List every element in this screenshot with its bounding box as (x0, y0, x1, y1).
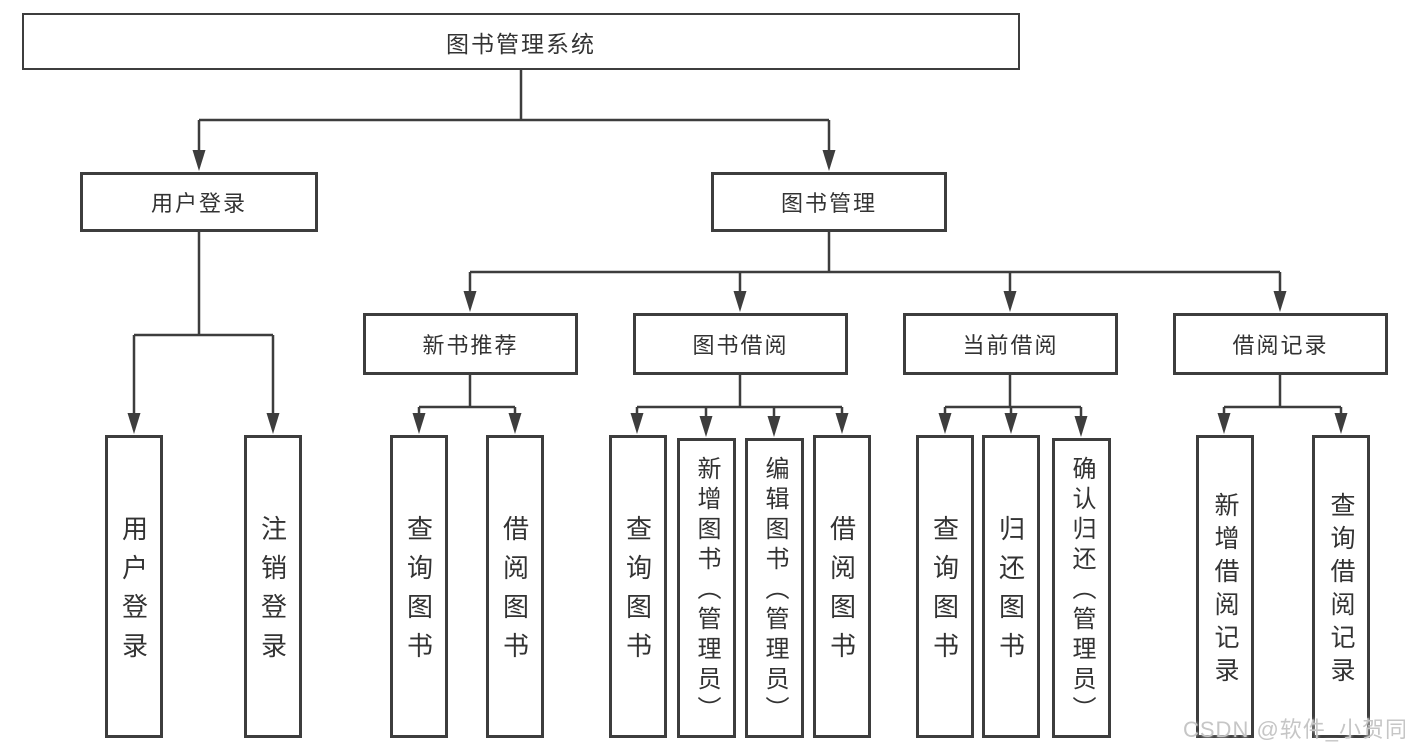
arrowhead-icon (1074, 416, 1088, 437)
arrowhead-icon (1273, 291, 1287, 312)
leaf-add-borrow-record: 新增借阅记录 (1196, 435, 1254, 738)
node-label: 图书管理系统 (446, 30, 596, 57)
leaf-return-books: 归还图书 (982, 435, 1040, 738)
arrowhead-icon (1217, 413, 1231, 434)
leaf-user-login: 用户登录 (105, 435, 163, 738)
arrowhead-icon (767, 416, 781, 437)
node-label: 借阅图书 (826, 515, 857, 671)
node-current-borrowing: 当前借阅 (903, 313, 1118, 375)
arrowhead-icon (699, 416, 713, 437)
node-label: 用户登录 (150, 191, 247, 216)
arrowhead-icon (1004, 413, 1018, 434)
arrowhead-icon (192, 150, 206, 171)
node-label: 当前借阅 (962, 333, 1059, 358)
node-label: 归还图书 (995, 515, 1026, 671)
node-book-management-branch: 图书管理 (711, 172, 947, 232)
node-borrowing-records: 借阅记录 (1173, 313, 1388, 375)
arrowhead-icon (822, 150, 836, 171)
arrowhead-icon (1003, 291, 1017, 312)
leaf-query-borrow-record: 查询借阅记录 (1312, 435, 1370, 738)
arrowhead-icon (835, 413, 849, 434)
node-label: 借阅图书 (499, 515, 530, 671)
node-library-system-root: 图书管理系统 (22, 13, 1020, 70)
node-new-book-recommend: 新书推荐 (363, 313, 578, 375)
node-label: 图书借阅 (692, 333, 789, 358)
leaf-logout: 注销登录 (244, 435, 302, 738)
node-label: 新书推荐 (422, 333, 519, 358)
arrowhead-icon (127, 413, 141, 434)
arrowhead-icon (1334, 413, 1348, 434)
leaf-edit-books-admin: 编辑图书（管理员） (745, 438, 804, 738)
node-label: 借阅记录 (1232, 333, 1329, 358)
arrowhead-icon (412, 413, 426, 434)
node-label: 查询图书 (622, 515, 653, 671)
node-label: 确认归还（管理员） (1068, 456, 1095, 726)
arrowhead-icon (630, 413, 644, 434)
node-label: 编辑图书（管理员） (761, 456, 788, 726)
leaf-add-books-admin: 新增图书（管理员） (677, 438, 736, 738)
leaf-query-books-2: 查询图书 (609, 435, 667, 738)
csdn-watermark: CSDN @软件_小贺同学 (1183, 717, 1405, 742)
leaf-borrow-books-1: 借阅图书 (486, 435, 544, 738)
node-user-login-branch: 用户登录 (80, 172, 318, 232)
node-label: 图书管理 (780, 191, 877, 216)
leaf-query-books-3: 查询图书 (916, 435, 974, 738)
node-label: 注销登录 (257, 515, 288, 671)
arrowhead-icon (938, 413, 952, 434)
node-label: 查询借阅记录 (1327, 491, 1355, 690)
leaf-query-books-1: 查询图书 (390, 435, 448, 738)
leaf-confirm-return-admin: 确认归还（管理员） (1052, 438, 1111, 738)
node-label: 新增借阅记录 (1211, 491, 1239, 690)
node-label: 新增图书（管理员） (693, 456, 720, 726)
arrowhead-icon (733, 291, 747, 312)
node-label: 查询图书 (403, 515, 434, 671)
leaf-borrow-books-2: 借阅图书 (813, 435, 871, 738)
arrowhead-icon (463, 291, 477, 312)
arrowhead-icon (266, 413, 280, 434)
node-book-borrowing: 图书借阅 (633, 313, 848, 375)
arrowhead-icon (508, 413, 522, 434)
node-label: 查询图书 (929, 515, 960, 671)
node-label: 用户登录 (118, 515, 149, 671)
